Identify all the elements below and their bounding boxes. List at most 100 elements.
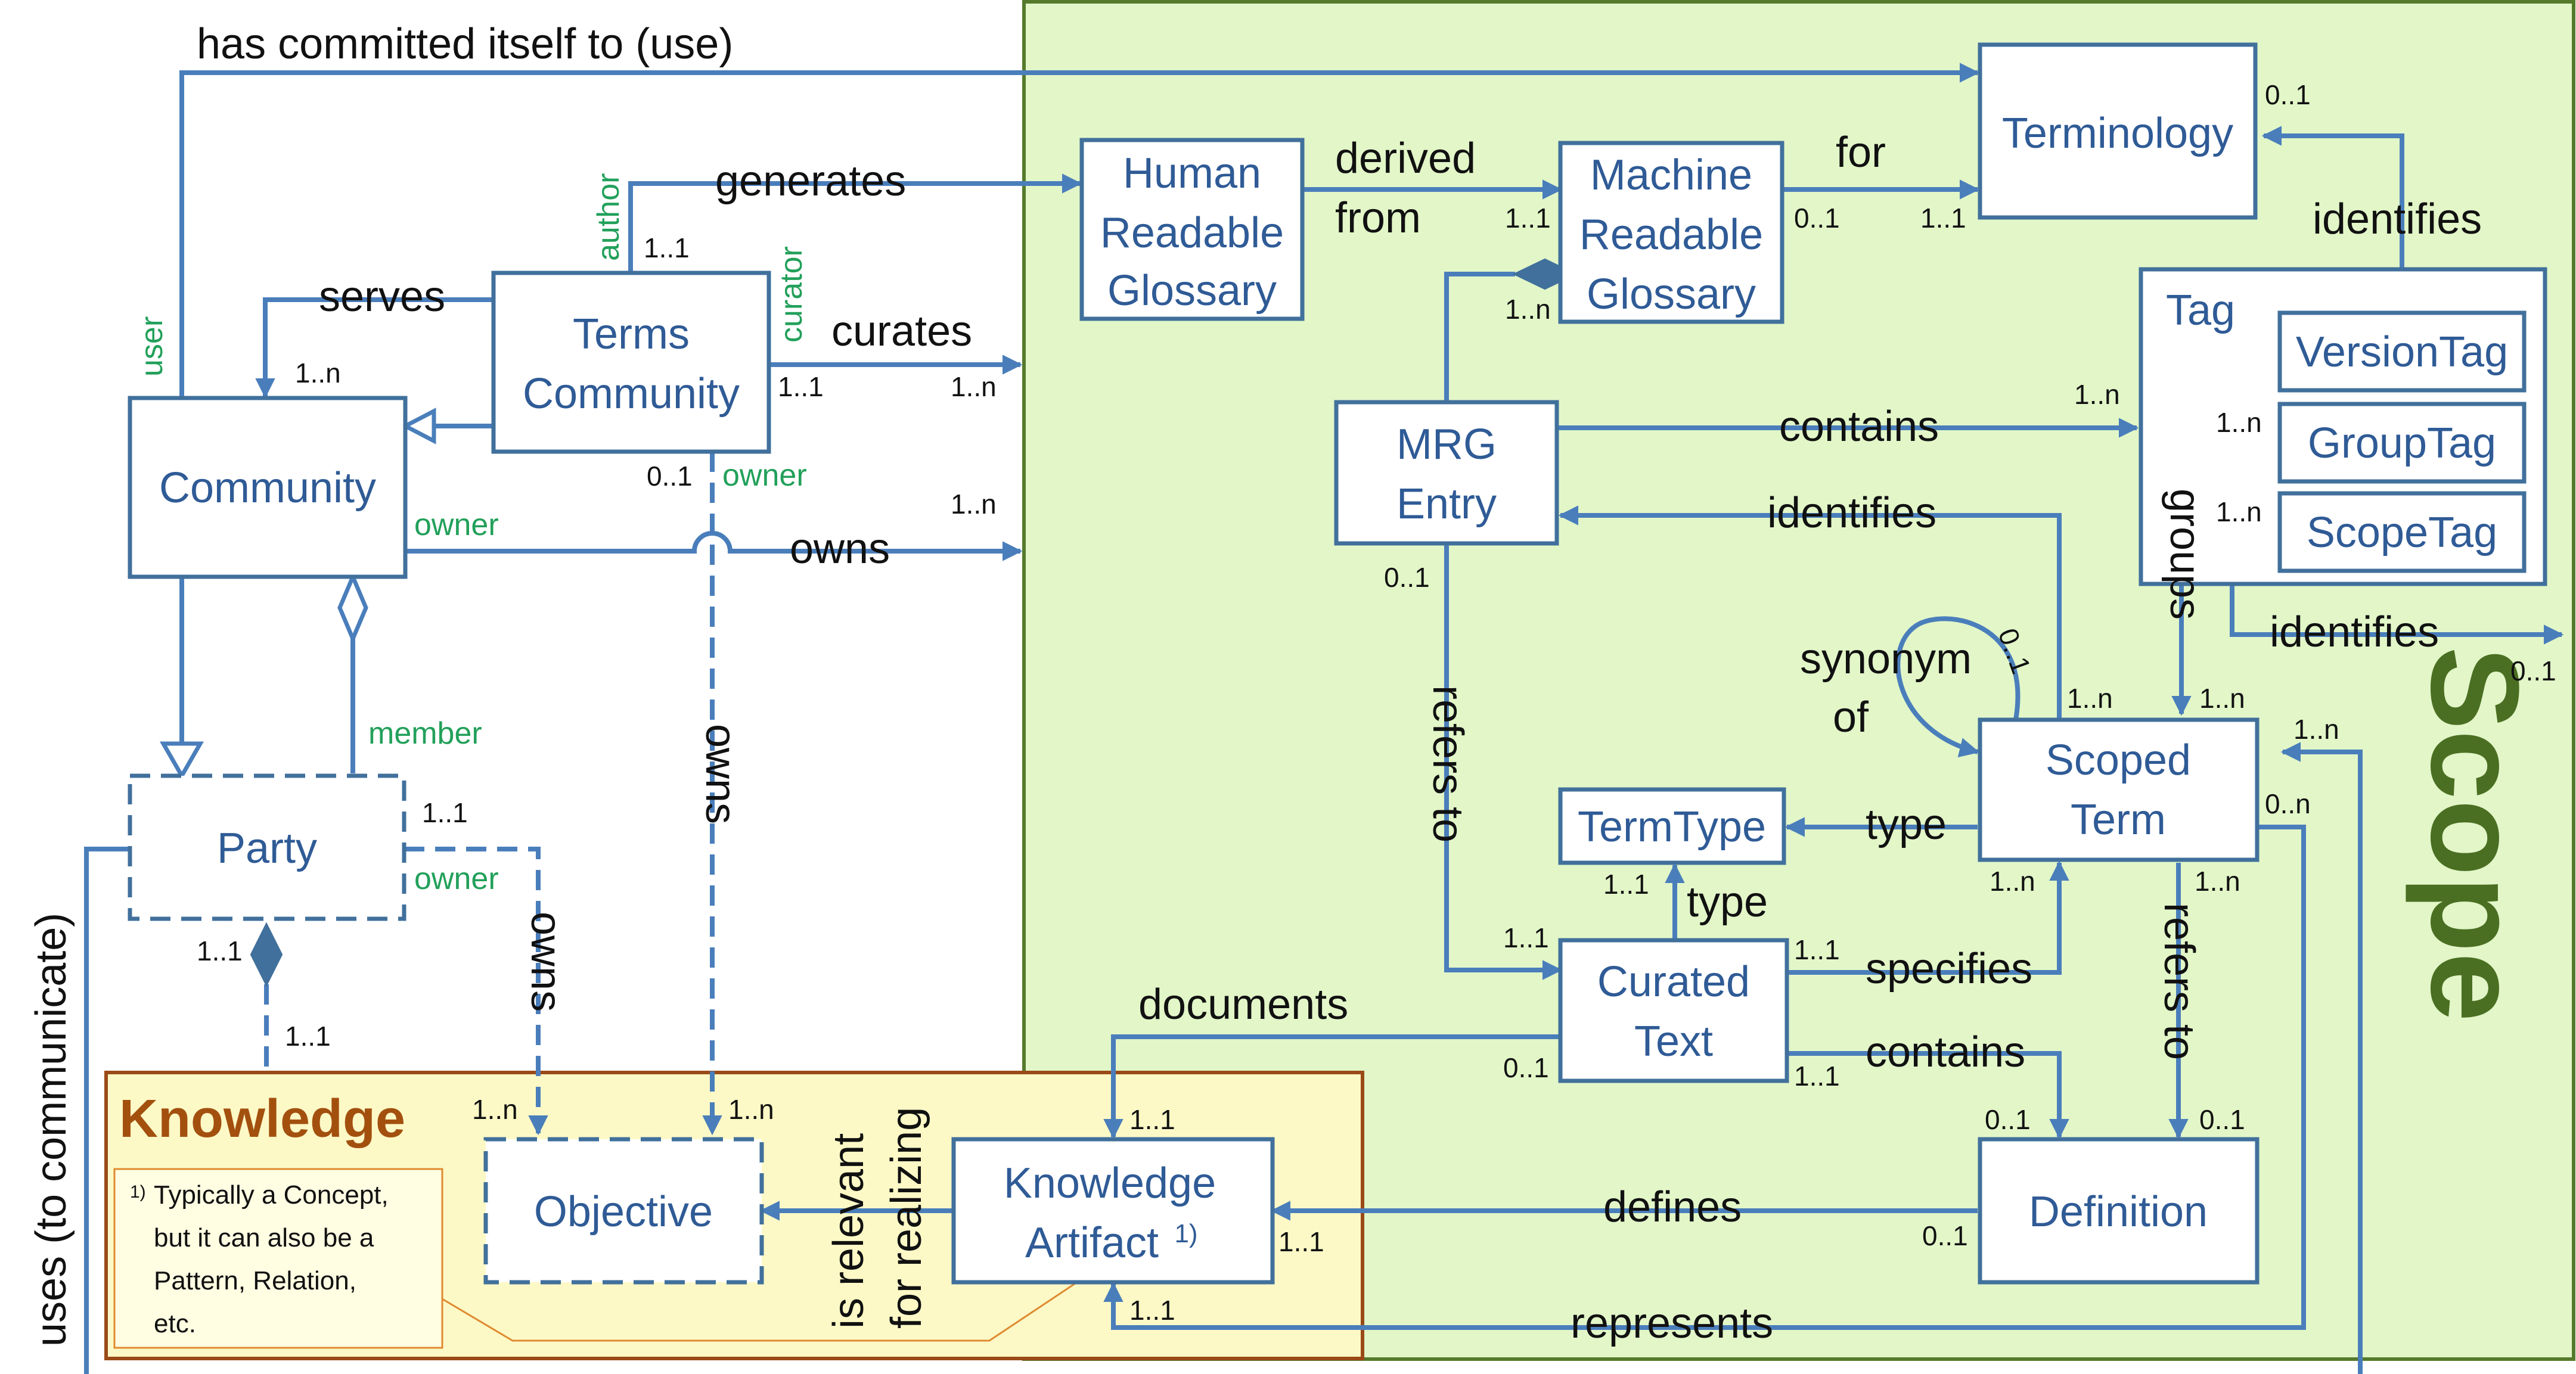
- scoped-term-name-1: Scoped: [2046, 736, 2191, 784]
- label-serves: serves: [319, 273, 445, 321]
- label-is-relevant: is relevant: [825, 1133, 873, 1329]
- edge-has-committed: [179, 63, 1980, 398]
- mult-objective-right: 1..n: [728, 1094, 774, 1125]
- hrg-name-2: Readable: [1100, 209, 1284, 257]
- role-owner-community: owner: [414, 508, 499, 542]
- scope-tag-name: ScopeTag: [2307, 509, 2497, 557]
- knowledge-artifact-name-1: Knowledge: [1004, 1159, 1216, 1207]
- mult-community-serves: 1..n: [295, 358, 341, 388]
- class-party[interactable]: [128, 773, 406, 921]
- mult-tag-contains: 1..n: [2074, 379, 2120, 410]
- label-of: of: [1833, 694, 1869, 741]
- class-curated-text[interactable]: [1558, 938, 1789, 1083]
- mult-curator-cur: 1..1: [778, 371, 824, 402]
- footnote-line-2: but it can also be a: [154, 1223, 374, 1252]
- edge-represents: [1103, 825, 2306, 1330]
- mrg-entry-name-1: MRG: [1396, 421, 1497, 468]
- mult-def-defines: 0..1: [1922, 1220, 1968, 1251]
- mult-terminology-for: 1..1: [1920, 203, 1966, 234]
- hrg-name-3: Glossary: [1107, 267, 1277, 315]
- mult-curated-spec: 1..1: [1794, 934, 1840, 965]
- mult-def-ref: 0..1: [2199, 1104, 2245, 1135]
- label-groups: groups: [2161, 489, 2209, 620]
- edge-identifies-mrg: [1558, 505, 2062, 720]
- class-community[interactable]: [128, 396, 408, 579]
- version-tag-name: VersionTag: [2296, 328, 2508, 376]
- label-generates: generates: [715, 157, 906, 205]
- label-defines: defines: [1603, 1183, 1742, 1231]
- mult-mrg-from: 1..1: [1505, 203, 1551, 234]
- label-synonym: synonym: [1800, 635, 1972, 683]
- class-definition[interactable]: [1978, 1137, 2260, 1285]
- mult-objective-left: 1..n: [472, 1094, 518, 1125]
- edge-serves: [255, 297, 494, 399]
- group-tag-name: GroupTag: [2308, 419, 2496, 467]
- mult-def-contains: 0..1: [1985, 1104, 2031, 1135]
- class-group-tag[interactable]: [2277, 402, 2527, 484]
- mult-group-tag: 1..n: [2216, 407, 2262, 438]
- role-labels: user author curator owner owner member o…: [135, 173, 809, 896]
- mult-author-gen: 1..1: [644, 232, 690, 263]
- footnote-line-4: etc.: [154, 1309, 196, 1338]
- mrg-name-1: Machine: [1590, 151, 1752, 199]
- label-refers-to-def: refers to: [2155, 903, 2203, 1060]
- class-terms-community[interactable]: [491, 271, 771, 454]
- label-contains-tag: contains: [1779, 403, 1939, 450]
- class-scope-tag[interactable]: [2277, 491, 2527, 573]
- connectors: [84, 63, 2564, 1374]
- knowledge-artifact-mark: 1): [1174, 1219, 1197, 1248]
- role-author: author: [591, 173, 626, 261]
- mrg-entry-name-2: Entry: [1396, 480, 1497, 528]
- edge-generates: [628, 173, 1082, 273]
- scoped-term-name-2: Term: [2071, 796, 2166, 844]
- knowledge-artifact-name-2: Artifact: [1025, 1219, 1159, 1267]
- hrg-name-1: Human: [1123, 150, 1261, 197]
- objective-name: Objective: [534, 1188, 713, 1236]
- label-specifies: specifies: [1866, 945, 2032, 993]
- footnote-pointer: [442, 1268, 1097, 1342]
- class-mrg-entry[interactable]: [1334, 400, 1559, 546]
- edge-owns-party: [404, 847, 548, 1136]
- curated-text-name-2: Text: [1634, 1018, 1713, 1065]
- class-terminology[interactable]: [1978, 42, 2258, 220]
- label-represents: represents: [1571, 1300, 1773, 1347]
- class-scoped-term[interactable]: [1978, 717, 2260, 862]
- tag-name: Tag: [2166, 287, 2235, 334]
- class-machine-readable-glossary[interactable]: [1558, 141, 1784, 324]
- label-type-term: type: [1866, 801, 1947, 848]
- role-owner-terms: owner: [722, 458, 807, 493]
- class-names: Community Terms Community Party Objectiv…: [159, 110, 2508, 1267]
- mult-ka-defines: 1..1: [1278, 1226, 1324, 1257]
- mult-curated-ref: 1..1: [1503, 922, 1549, 953]
- label-identifies-scope: identifies: [2270, 608, 2439, 656]
- label-documents: documents: [1138, 981, 1348, 1028]
- mult-scoped-term-ref: 1..n: [2195, 866, 2240, 897]
- class-term-type[interactable]: [1558, 787, 1786, 865]
- mult-scoped-term-0n: 0..n: [2265, 788, 2311, 819]
- mult-mrg-for: 0..1: [1794, 203, 1840, 234]
- mult-mrg-entry-ref: 0..1: [1384, 562, 1430, 593]
- edge-synonym: [1895, 616, 2021, 758]
- mult-scoped-term-a: 1..n: [2067, 683, 2113, 714]
- mult-scoped-term-spec: 1..n: [1990, 866, 2035, 897]
- class-knowledge-artifact[interactable]: [951, 1137, 1275, 1285]
- multiplicity-labels: 1..n 1..1 1..1 1..n 0..1 1..n 1..1 1..1 …: [197, 79, 2556, 1326]
- label-owns-scope: owns: [790, 525, 890, 573]
- class-human-readable-glossary[interactable]: [1079, 138, 1305, 321]
- mult-scope-curates: 1..n: [951, 371, 997, 402]
- definition-name: Definition: [2029, 1188, 2208, 1236]
- association-labels: has committed itself to (use) generates …: [27, 20, 2482, 1347]
- mrg-name-3: Glossary: [1587, 271, 1756, 318]
- knowledge-title: Knowledge: [119, 1089, 405, 1149]
- label-derived: derived: [1335, 135, 1476, 182]
- label-for: for: [1836, 129, 1886, 176]
- generalization-triangle-party: [159, 741, 204, 781]
- label-type-curated: type: [1687, 878, 1768, 926]
- label-curates: curates: [831, 307, 972, 355]
- term-type-name: TermType: [1578, 803, 1766, 851]
- footnote-mark: 1): [130, 1182, 146, 1202]
- class-objective[interactable]: [483, 1137, 764, 1285]
- class-version-tag[interactable]: [2277, 310, 2527, 393]
- label-uses: uses (to communicate): [27, 913, 75, 1347]
